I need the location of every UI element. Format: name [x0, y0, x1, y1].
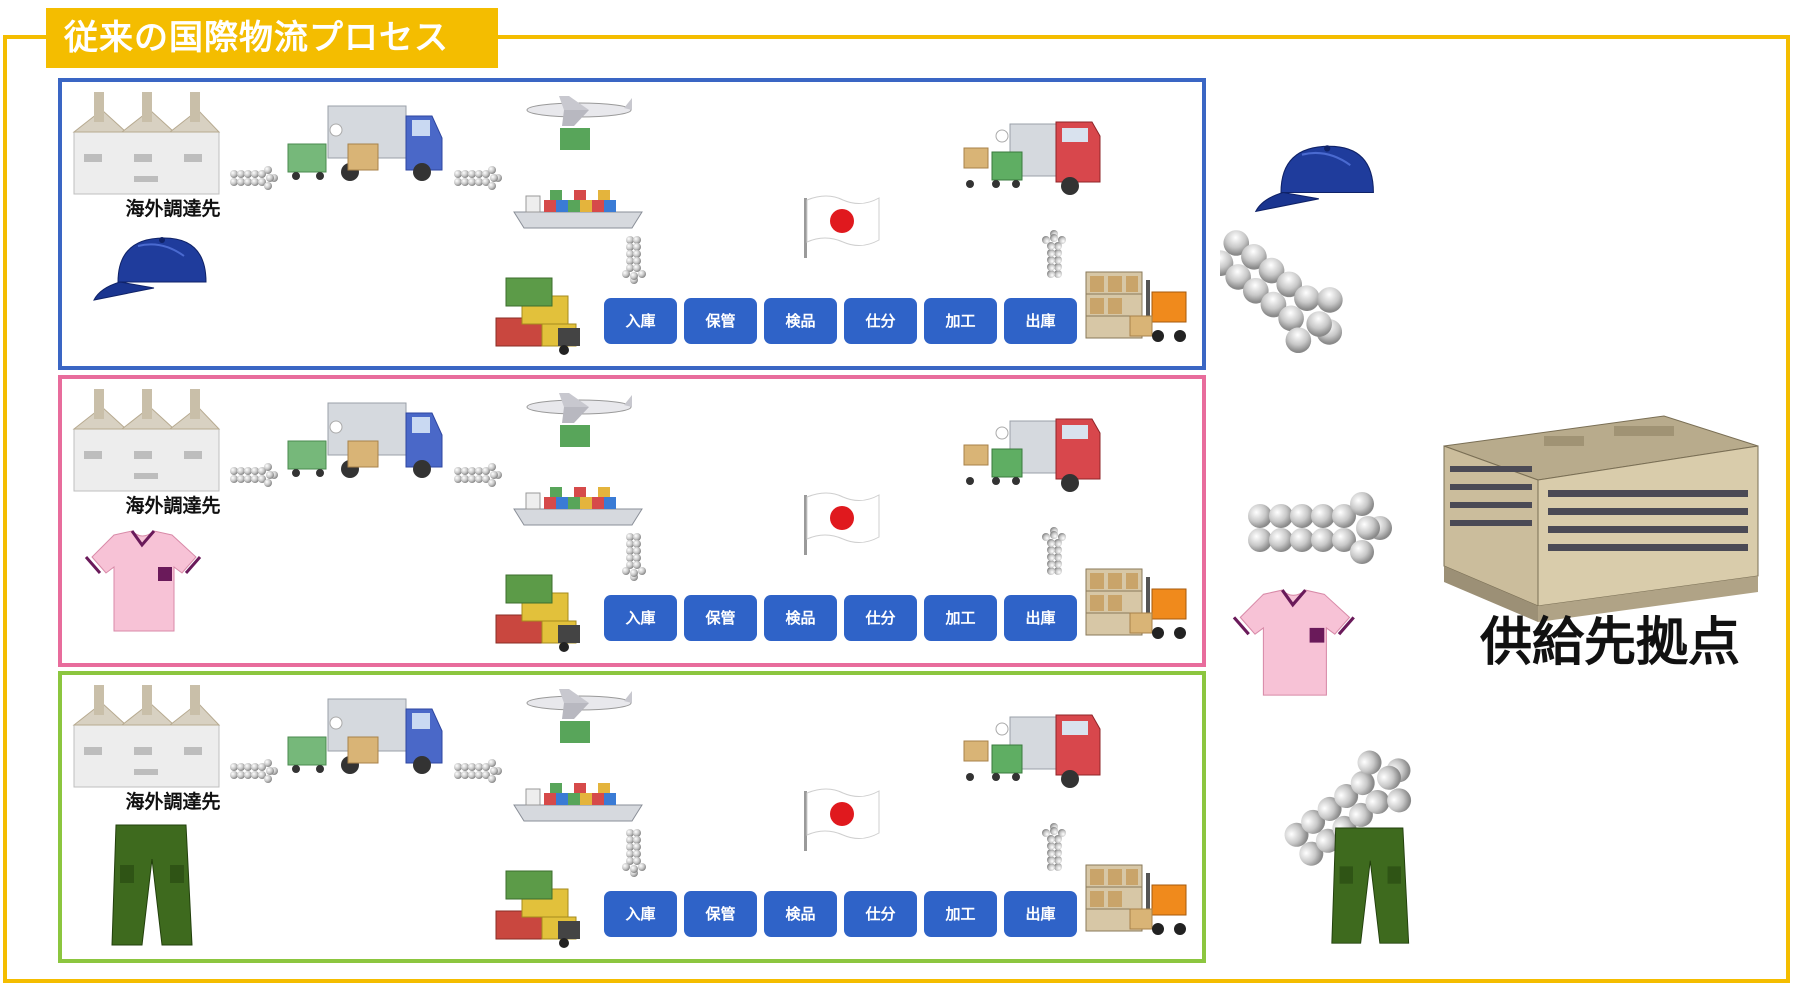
- truck-loading-icon: [287, 402, 443, 479]
- step-storage: 保管: [684, 595, 757, 641]
- source-label: 海外調達先: [125, 495, 221, 517]
- arrow-icon: [1248, 492, 1392, 564]
- truck-loading-icon: [287, 698, 443, 775]
- flow-panel-cargo-pants: 海外調達先 入庫 保管 検品 仕分 加工 出庫: [58, 671, 1206, 963]
- container-stack-icon: [495, 870, 581, 949]
- outer-frame: [3, 35, 1790, 983]
- arrow-icon: [622, 829, 646, 877]
- step-outbound: 出庫: [1004, 298, 1077, 344]
- flow-panel-cap: 海外調達先 入庫 保管 検品 仕分 加工 出庫: [58, 78, 1206, 370]
- cap-icon: [1254, 144, 1375, 213]
- truck-loading-icon: [287, 105, 443, 182]
- step-sorting: 仕分: [844, 595, 917, 641]
- step-inspection: 検品: [764, 298, 837, 344]
- step-outbound: 出庫: [1004, 595, 1077, 641]
- arrow-icon: [1042, 527, 1066, 575]
- delivery-truck-icon: [963, 418, 1101, 493]
- delivery-truck-icon: [963, 714, 1101, 789]
- arrow-icon: [1220, 214, 1363, 371]
- airplane-icon: [526, 95, 633, 127]
- japan-flag-icon: [803, 492, 880, 556]
- cargo-icon: [560, 721, 590, 743]
- arrow-icon: [454, 463, 502, 487]
- step-outbound: 出庫: [1004, 891, 1077, 937]
- cap-icon: [93, 236, 207, 301]
- step-processing: 加工: [924, 595, 997, 641]
- cargo-icon: [560, 425, 590, 447]
- polo-shirt-icon: [1232, 588, 1356, 697]
- forklift-shelf-icon: [1085, 568, 1187, 640]
- arrow-icon: [454, 759, 502, 783]
- step-storage: 保管: [684, 298, 757, 344]
- arrow-icon: [1042, 230, 1066, 278]
- airplane-icon: [526, 688, 633, 720]
- forklift-shelf-icon: [1085, 864, 1187, 936]
- container-stack-icon: [495, 574, 581, 653]
- arrow-icon: [622, 236, 646, 284]
- arrow-icon: [622, 533, 646, 581]
- container-ship-icon: [513, 189, 643, 229]
- step-processing: 加工: [924, 298, 997, 344]
- container-ship-icon: [513, 486, 643, 526]
- container-stack-icon: [495, 277, 581, 356]
- flow-panel-polo-shirt: 海外調達先 入庫 保管 検品 仕分 加工 出庫: [58, 375, 1206, 667]
- airplane-icon: [526, 392, 633, 424]
- cargo-icon: [560, 128, 590, 150]
- factory-icon: [73, 388, 220, 492]
- step-sorting: 仕分: [844, 891, 917, 937]
- polo-shirt-icon: [84, 529, 202, 633]
- step-inbound: 入庫: [604, 595, 677, 641]
- arrow-icon: [230, 166, 278, 190]
- arrow-icon: [230, 463, 278, 487]
- arrow-icon: [454, 166, 502, 190]
- japan-flag-icon: [803, 195, 880, 259]
- step-inbound: 入庫: [604, 891, 677, 937]
- delivery-truck-icon: [963, 121, 1101, 196]
- step-inbound: 入庫: [604, 298, 677, 344]
- factory-icon: [73, 91, 220, 195]
- step-inspection: 検品: [764, 595, 837, 641]
- destination-label: 供給先拠点: [1479, 613, 1740, 673]
- container-ship-icon: [513, 782, 643, 822]
- arrow-icon: [230, 759, 278, 783]
- step-sorting: 仕分: [844, 298, 917, 344]
- cargo-pants-icon: [1331, 827, 1410, 944]
- cargo-pants-icon: [111, 824, 193, 946]
- forklift-shelf-icon: [1085, 271, 1187, 343]
- arrow-icon: [1042, 823, 1066, 871]
- step-processing: 加工: [924, 891, 997, 937]
- japan-flag-icon: [803, 788, 880, 852]
- source-label: 海外調達先: [125, 791, 221, 813]
- warehouse-building-icon: [1443, 415, 1759, 622]
- factory-icon: [73, 684, 220, 788]
- source-label: 海外調達先: [125, 198, 221, 220]
- convergence-area: [1220, 144, 1759, 944]
- step-storage: 保管: [684, 891, 757, 937]
- step-inspection: 検品: [764, 891, 837, 937]
- page-title: 従来の国際物流プロセス: [46, 8, 498, 68]
